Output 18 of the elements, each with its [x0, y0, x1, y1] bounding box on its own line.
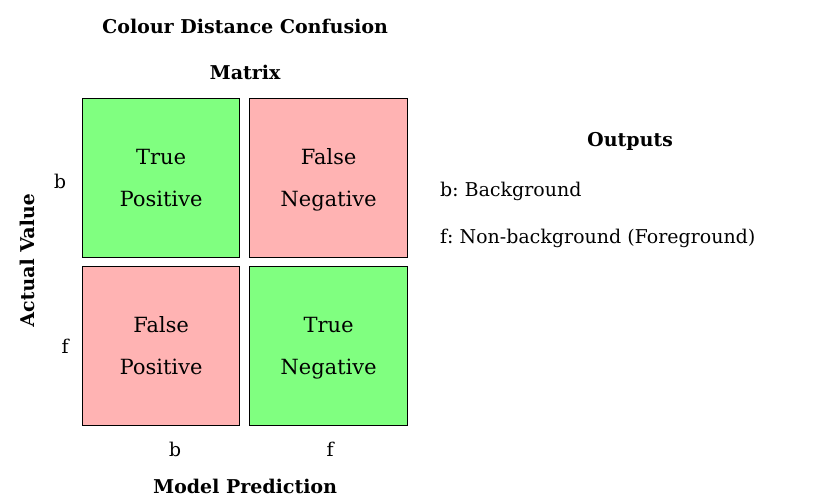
axis-title: Outputs: [587, 128, 673, 152]
axis-title: Actual Value: [16, 193, 40, 327]
axis-label: b: [168, 438, 182, 462]
cell-label: False Negative: [279, 144, 378, 213]
cell-label: True Negative: [279, 312, 378, 381]
cell-label: True Positive: [118, 144, 204, 213]
axis-title: Model Prediction: [153, 475, 337, 499]
matrix-cell: [82, 98, 240, 258]
title: Colour Distance Confusion Matrix: [101, 15, 389, 86]
matrix-cell: [249, 266, 408, 426]
axis-label: f: [326, 438, 334, 462]
axis-label: f: [61, 335, 69, 359]
matrix-cell: [82, 266, 240, 426]
axis-label: f: Non-background (Foreground): [440, 225, 756, 249]
matrix-cell: [249, 98, 408, 258]
axis-label: b: [54, 170, 66, 194]
cell-label: False Positive: [118, 312, 204, 381]
axis-label: b: Background: [440, 178, 582, 202]
